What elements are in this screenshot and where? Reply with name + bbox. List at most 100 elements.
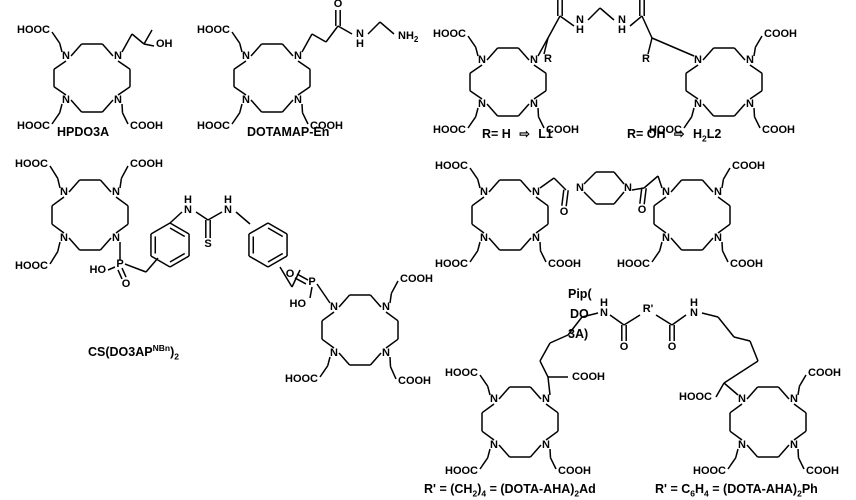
bond [117,269,123,280]
ring-bond [70,99,83,113]
bond [543,37,549,55]
nitrogen-atom: N [242,50,250,62]
ring-bond [670,237,683,251]
carboxylic-acid-right: COOH [806,465,839,477]
carboxylic-acid-left: HOOC [285,373,318,385]
acetate-arm [231,112,241,125]
ring-bond [701,179,714,193]
label-dotamap-en: DOTAMAP-En [247,125,330,139]
ring-bond [653,196,667,207]
acetate-arm [549,448,552,458]
ring-bond [685,90,699,100]
carboxylic-acid-right: COOH [130,158,163,170]
bond [367,21,381,35]
acetate-arm [389,356,392,367]
ring-bond [99,179,112,193]
amide-nitrogen: N [690,307,698,319]
acetate-arm [238,103,243,113]
bond [316,283,331,304]
nitrogen-atom: N [330,301,338,313]
bond [296,273,309,281]
ring-bond [717,196,731,207]
bond [537,37,549,57]
ring-bond [321,338,335,349]
acetate-arm [474,47,479,57]
r-group: R [544,53,552,65]
label-l1: R= H ⇨ L1 [482,127,553,141]
ring-bond [150,255,171,268]
aromatic-bond [267,227,284,238]
ring-bond [498,444,511,458]
amide-hydrogen: H [690,297,698,309]
acetate-arm [121,103,124,113]
ring-bond [545,403,559,414]
acetate-arm [721,179,725,189]
acetate-arm [301,112,309,125]
acetate-arm [486,386,491,396]
ring-bond [267,255,288,268]
piperazine-nitrogen: N [576,182,584,194]
acetate-arm [479,374,489,387]
oxygen-atom: O [286,268,295,280]
ring-bond [233,86,247,96]
amide-nitrogen: N [600,307,608,319]
carboxylic-acid-right: COOH [558,465,591,477]
ring-bond [101,99,114,113]
acetate-arm [326,356,331,366]
ring-bond [488,237,501,251]
bond [539,342,551,362]
ring-bond [717,223,731,234]
carboxylic-acid-right: COOH [130,120,163,132]
nitrogen-atom: N [746,98,754,110]
acetate-arm [121,112,129,125]
thiourea-hydrogen: H [224,194,232,206]
amide-hydrogen: H [356,38,364,50]
ring-bond [297,60,311,70]
ring-bond [281,99,294,113]
acetate-arm [49,165,59,179]
carboxylic-acid-right: COOH [548,258,581,270]
bond [623,314,641,326]
acetate-arm [58,103,63,113]
bond [717,316,735,338]
bond [639,187,643,204]
ring-bond [529,444,542,458]
ring-bond [115,223,129,234]
thiourea-nitrogen: N [184,204,192,216]
amide-nitrogen: N [356,28,364,40]
carboxylic-acid-left: HOOC [17,120,50,132]
ring-bond [369,294,382,308]
bond [581,312,599,318]
ring-bond [777,386,790,400]
acetate-arm [753,47,757,57]
carboxylic-acid-right: COOH [762,124,795,136]
ring-bond [248,222,269,235]
ring-bond [498,386,511,400]
bond [671,314,687,326]
acetate-arm [389,293,393,304]
ring-bond [169,222,190,235]
bond [121,267,127,278]
acetate-arm [754,35,763,48]
ring-bond [321,311,335,322]
acetate-arm [537,107,540,117]
carboxylic-acid-left: HOOC [433,28,466,40]
bond [723,382,739,396]
ring-bond [297,86,311,96]
ring-bond [68,237,81,251]
ring-bond [486,103,499,117]
oxygen-atom: O [334,0,343,10]
bond [549,334,569,344]
ring-bond [746,386,759,400]
ring-bond [793,430,807,441]
carboxylic-acid-left: HOOC [15,158,48,170]
bond [294,277,307,285]
ring-bond [338,352,351,366]
acetate-arm [319,365,329,378]
carboxylic-acid-right: COOH [764,28,797,40]
acetate-arm [651,250,661,263]
nitrogen-atom: N [294,94,302,106]
carboxylic-acid-left: HOOC [15,260,48,272]
ring-bond [517,103,530,117]
